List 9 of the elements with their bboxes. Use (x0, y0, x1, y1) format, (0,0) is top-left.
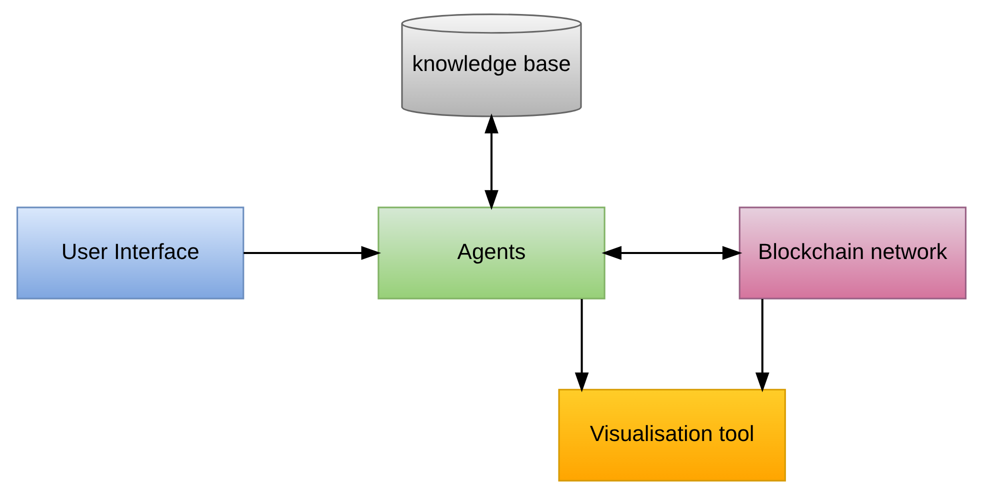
arrow (602, 246, 742, 260)
node-box: User Interface (16, 206, 244, 300)
node-box: Agents (378, 206, 606, 300)
arrow (755, 298, 770, 392)
arrow (244, 246, 382, 260)
arrow (484, 114, 498, 210)
node-box: Blockchain network (738, 206, 966, 300)
node-box: Visualisation tool (558, 388, 786, 482)
arrow (574, 298, 589, 392)
